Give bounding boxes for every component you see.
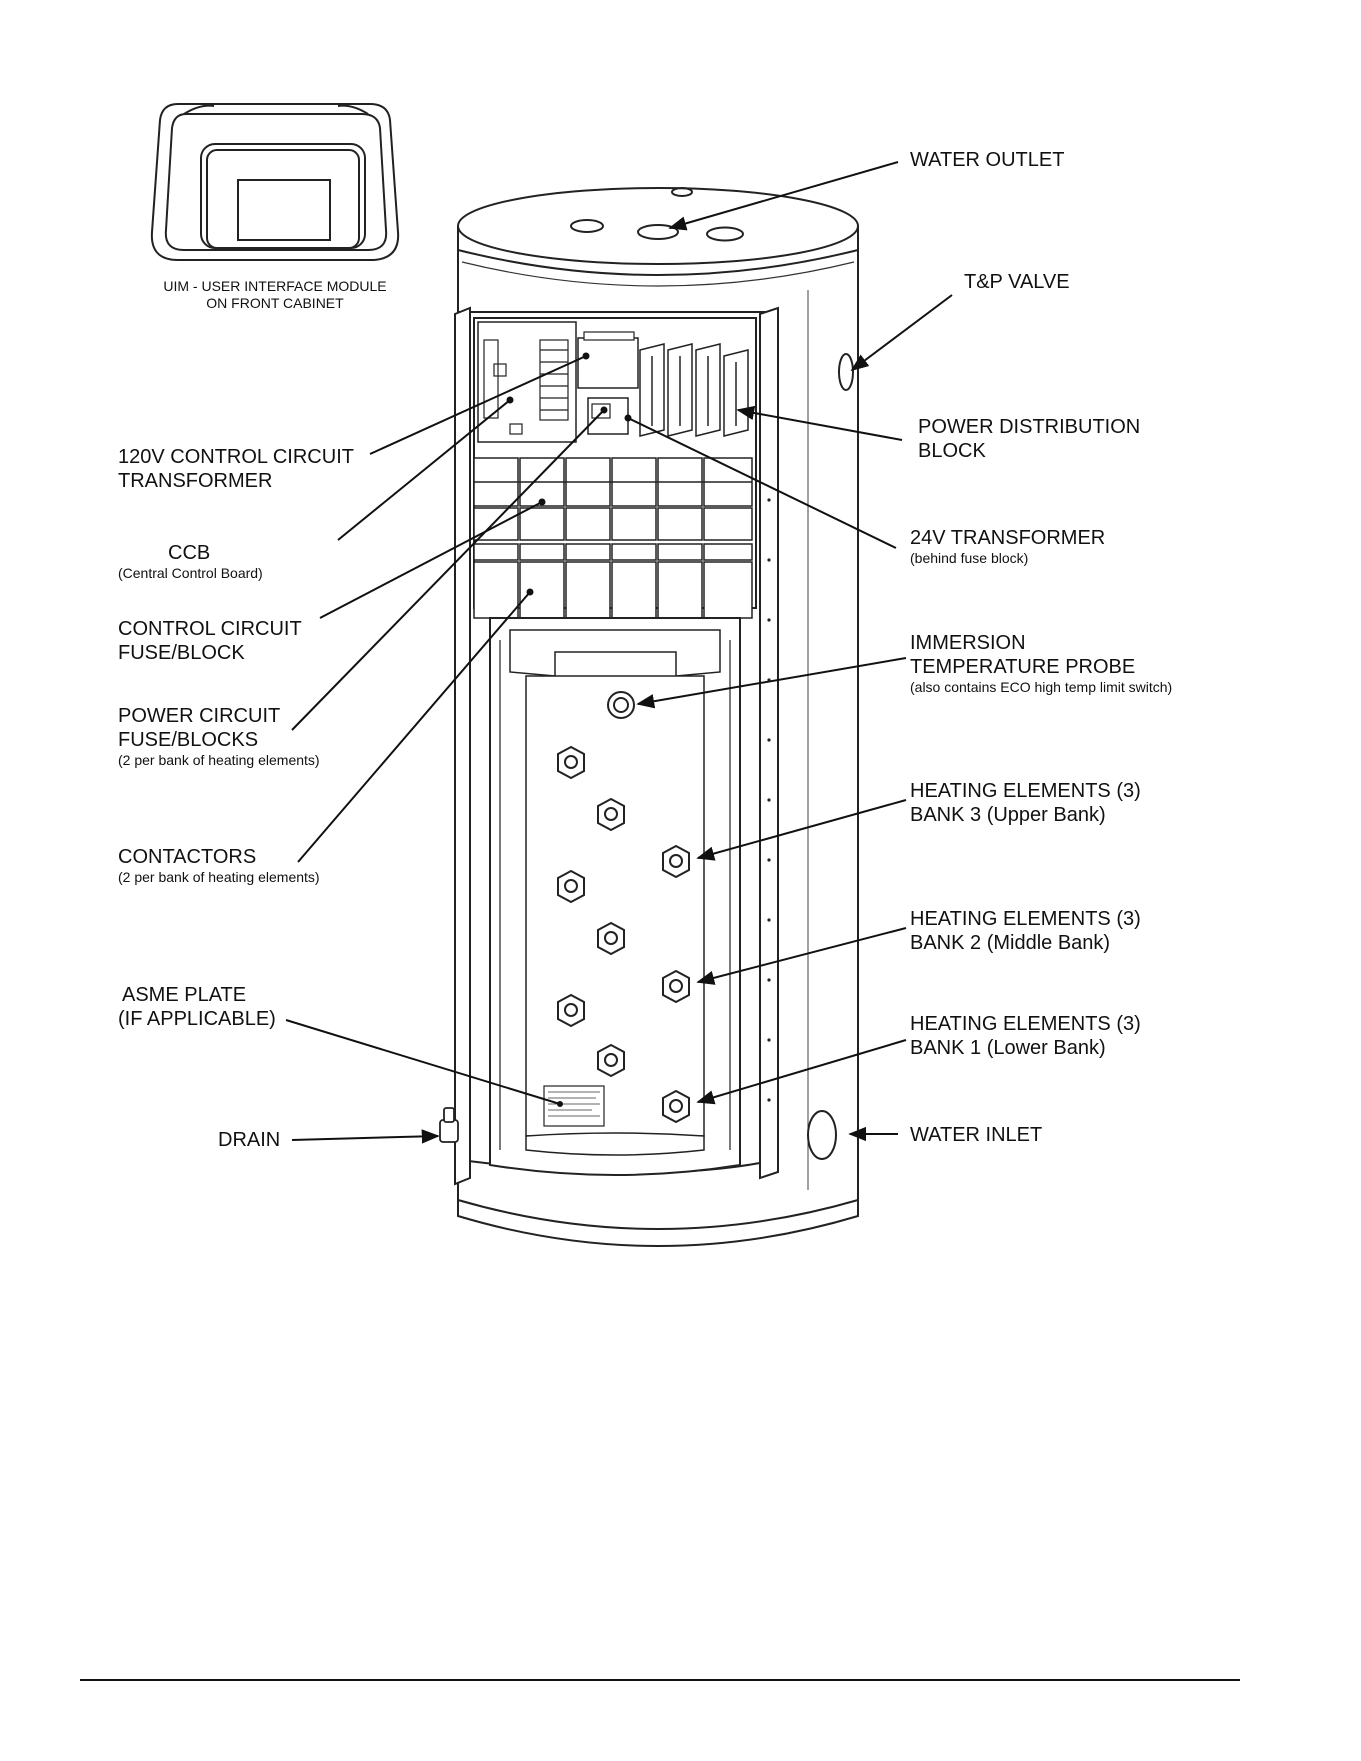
heating-element-icon — [597, 921, 625, 956]
tank-illustration — [439, 187, 859, 1247]
label-power-fuse: POWER CIRCUIT FUSE/BLOCKS (2 per bank of… — [118, 704, 320, 769]
label-contactors-text: CONTACTORS — [118, 846, 257, 868]
heating-element-icon — [662, 969, 690, 1004]
label-water-inlet-text: WATER INLET — [910, 1124, 1043, 1146]
leader-immersion — [636, 657, 907, 709]
heating-element-icon — [557, 745, 585, 780]
heating-element-icon — [597, 1043, 625, 1078]
uim-caption-line2: ON FRONT CABINET — [206, 295, 344, 311]
label-bank2-line2: BANK 2 (Middle Bank) — [910, 932, 1111, 954]
leader-lines — [285, 161, 953, 1144]
leader-bank3 — [696, 799, 907, 861]
label-power-fuse-note: (2 per bank of heating elements) — [118, 752, 320, 768]
label-immersion-line2: TEMPERATURE PROBE — [910, 656, 1136, 678]
control-transformer — [577, 337, 639, 389]
label-control-transformer: 120V CONTROL CIRCUIT TRANSFORMER — [118, 445, 354, 493]
footer-rule — [80, 1679, 1240, 1681]
label-bank1: HEATING ELEMENTS (3) BANK 1 (Lower Bank) — [910, 1012, 1141, 1060]
heating-element-icon — [662, 1089, 690, 1124]
uim-caption-line1: UIM - USER INTERFACE MODULE — [163, 278, 387, 294]
label-immersion-probe: IMMERSION TEMPERATURE PROBE (also contai… — [910, 631, 1172, 696]
tp-valve-opening-icon — [838, 353, 854, 391]
leader-bank1 — [696, 1039, 907, 1105]
label-ccb-note: (Central Control Board) — [118, 565, 263, 581]
label-water-outlet: WATER OUTLET — [910, 148, 1064, 172]
leader-control-fuse — [319, 501, 543, 619]
outlet-opening-icon — [637, 224, 679, 240]
label-asme-line1: ASME PLATE — [122, 984, 247, 1006]
heating-elements — [557, 745, 690, 1124]
label-immersion-line1: IMMERSION — [910, 632, 1026, 654]
leader-water-outlet — [668, 161, 899, 231]
drain-valve-icon — [439, 1107, 459, 1143]
leader-power-distribution — [736, 405, 903, 441]
label-drain-text: DRAIN — [218, 1129, 281, 1151]
leader-asme — [285, 1019, 561, 1105]
uim-module-illustration — [150, 103, 400, 261]
label-ccb: CCB (Central Control Board) — [118, 541, 263, 582]
leader-drain — [291, 1129, 440, 1144]
label-bank3-line1: HEATING ELEMENTS (3) — [910, 780, 1141, 802]
immersion-probe-icon — [607, 691, 635, 719]
label-bank2-line1: HEATING ELEMENTS (3) — [910, 908, 1141, 930]
label-power-distribution: POWER DISTRIBUTION BLOCK — [918, 415, 1140, 463]
label-immersion-note: (also contains ECO high temp limit switc… — [910, 679, 1173, 695]
label-drain: DRAIN — [218, 1128, 280, 1152]
label-water-inlet: WATER INLET — [910, 1123, 1042, 1147]
label-power-fuse-line1: POWER CIRCUIT — [118, 705, 281, 727]
label-water-outlet-text: WATER OUTLET — [910, 149, 1065, 171]
leader-ccb — [337, 399, 511, 541]
contactors-row — [473, 543, 753, 619]
label-control-transformer-line1: 120V CONTROL CIRCUIT — [118, 446, 354, 468]
label-power-distribution-line2: BLOCK — [918, 440, 986, 462]
leader-24v-transformer — [627, 417, 897, 549]
label-bank3: HEATING ELEMENTS (3) BANK 3 (Upper Bank) — [910, 779, 1141, 827]
leader-bank2 — [696, 927, 907, 985]
label-tp-valve: T&P VALVE — [964, 270, 1070, 294]
label-contactors: CONTACTORS (2 per bank of heating elemen… — [118, 845, 320, 886]
leader-power-fuse — [291, 409, 605, 731]
label-contactors-note: (2 per bank of heating elements) — [118, 869, 320, 885]
label-ccb-text: CCB — [168, 542, 211, 564]
label-asme-plate: ASME PLATE (IF APPLICABLE) — [118, 983, 276, 1031]
label-bank3-line2: BANK 3 (Upper Bank) — [910, 804, 1106, 826]
label-control-fuse-line1: CONTROL CIRCUIT — [118, 618, 302, 640]
inlet-opening-icon — [807, 1110, 837, 1160]
label-bank1-line2: BANK 1 (Lower Bank) — [910, 1037, 1106, 1059]
label-tp-valve-text: T&P VALVE — [964, 271, 1070, 293]
label-bank1-line1: HEATING ELEMENTS (3) — [910, 1013, 1141, 1035]
label-24v-transformer: 24V TRANSFORMER (behind fuse block) — [910, 526, 1105, 567]
heating-element-icon — [557, 869, 585, 904]
label-24v-transformer-note: (behind fuse block) — [910, 550, 1029, 566]
label-asme-line2: (IF APPLICABLE) — [118, 1008, 276, 1030]
label-24v-transformer-text: 24V TRANSFORMER — [910, 527, 1106, 549]
leader-control-transformer — [369, 355, 587, 455]
label-bank2: HEATING ELEMENTS (3) BANK 2 (Middle Bank… — [910, 907, 1141, 955]
label-control-fuse-line2: FUSE/BLOCK — [118, 642, 245, 664]
cabinet-door — [454, 306, 471, 1186]
fuse-blocks — [473, 457, 753, 541]
label-power-fuse-line2: FUSE/BLOCKS — [118, 729, 259, 751]
uim-caption: UIM - USER INTERFACE MODULE ON FRONT CAB… — [150, 278, 400, 312]
label-control-transformer-line2: TRANSFORMER — [118, 470, 273, 492]
heating-element-icon — [557, 993, 585, 1028]
heating-element-icon — [662, 844, 690, 879]
leader-contactors — [297, 591, 531, 863]
heating-element-icon — [597, 797, 625, 832]
leader-tp-valve — [850, 294, 953, 372]
label-control-fuse: CONTROL CIRCUIT FUSE/BLOCK — [118, 617, 302, 665]
asme-plate — [543, 1085, 605, 1127]
label-power-distribution-line1: POWER DISTRIBUTION — [918, 416, 1141, 438]
